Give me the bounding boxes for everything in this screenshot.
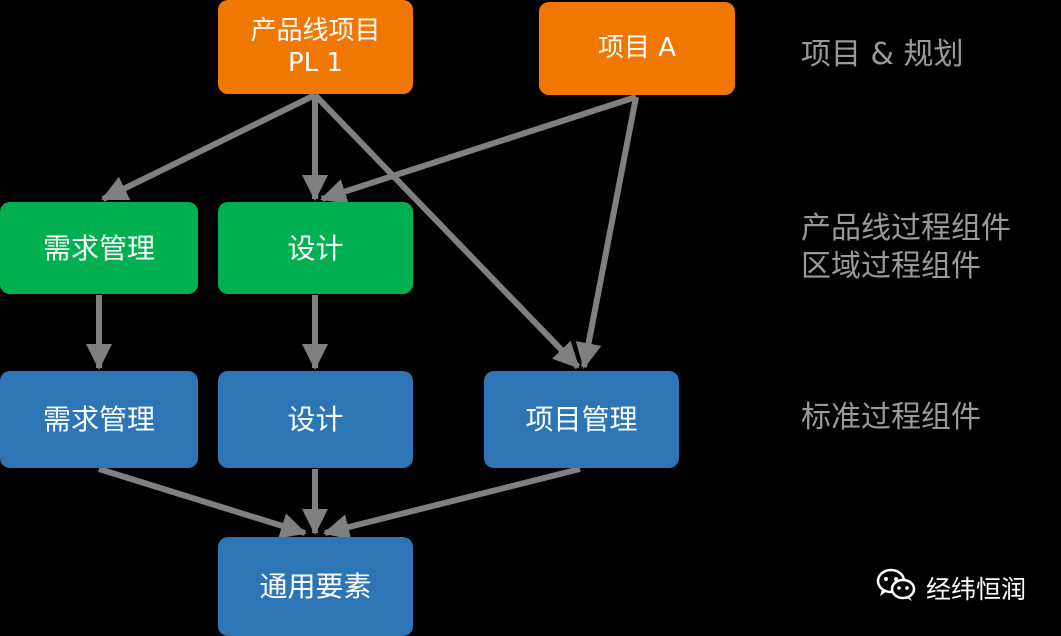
node-product-line-project-code: PL 1 xyxy=(288,48,343,78)
arrow-proj-a-to-pm-std xyxy=(575,96,639,369)
node-design-product-line: 设计 xyxy=(218,202,413,294)
node-project-a-label: 项目 A xyxy=(597,33,677,64)
watermark: 经纬恒润 xyxy=(876,568,1026,608)
arrow-proj-a-to-design-pl xyxy=(320,94,637,204)
arrow-pl1-to-req-pl xyxy=(101,92,317,202)
wechat-icon xyxy=(876,568,916,608)
node-common-elements: 通用要素 xyxy=(218,537,413,636)
node-design-product-line-label: 设计 xyxy=(287,231,344,265)
node-common-elements-label: 通用要素 xyxy=(259,570,372,603)
node-requirements-product-line-label: 需求管理 xyxy=(42,231,155,265)
layer-label-standard: 标准过程组件 xyxy=(801,399,981,437)
layer-label-product-line: 产品线过程组件 区域过程组件 xyxy=(801,210,1011,285)
layer-label-project-planning: 项目 & 规划 xyxy=(801,36,963,74)
layer-label-standard-text: 标准过程组件 xyxy=(801,400,981,435)
node-requirements-product-line: 需求管理 xyxy=(0,202,198,294)
node-project-management-standard: 项目管理 xyxy=(484,371,679,468)
node-product-line-project: 产品线项目 PL 1 xyxy=(218,0,413,94)
layer-label-project-planning-text: 项目 & 规划 xyxy=(801,37,964,72)
arrow-pl1-to-pm-std xyxy=(312,92,581,370)
layer-label-product-line-text: 产品线过程组件 xyxy=(801,211,1011,246)
watermark-text: 经纬恒润 xyxy=(926,575,1027,604)
node-product-line-project-title: 产品线项目 xyxy=(250,15,381,46)
layer-label-regional-text: 区域过程组件 xyxy=(801,248,981,284)
arrow-req-std-to-common xyxy=(98,466,307,539)
node-project-management-standard-label: 项目管理 xyxy=(525,403,638,436)
arrow-pm-std-to-common xyxy=(323,466,581,540)
node-design-standard: 设计 xyxy=(218,371,413,468)
node-project-a: 项目 A xyxy=(539,2,735,95)
node-design-standard-label: 设计 xyxy=(287,403,344,436)
node-requirements-standard: 需求管理 xyxy=(0,371,198,468)
node-requirements-standard-label: 需求管理 xyxy=(42,403,155,436)
